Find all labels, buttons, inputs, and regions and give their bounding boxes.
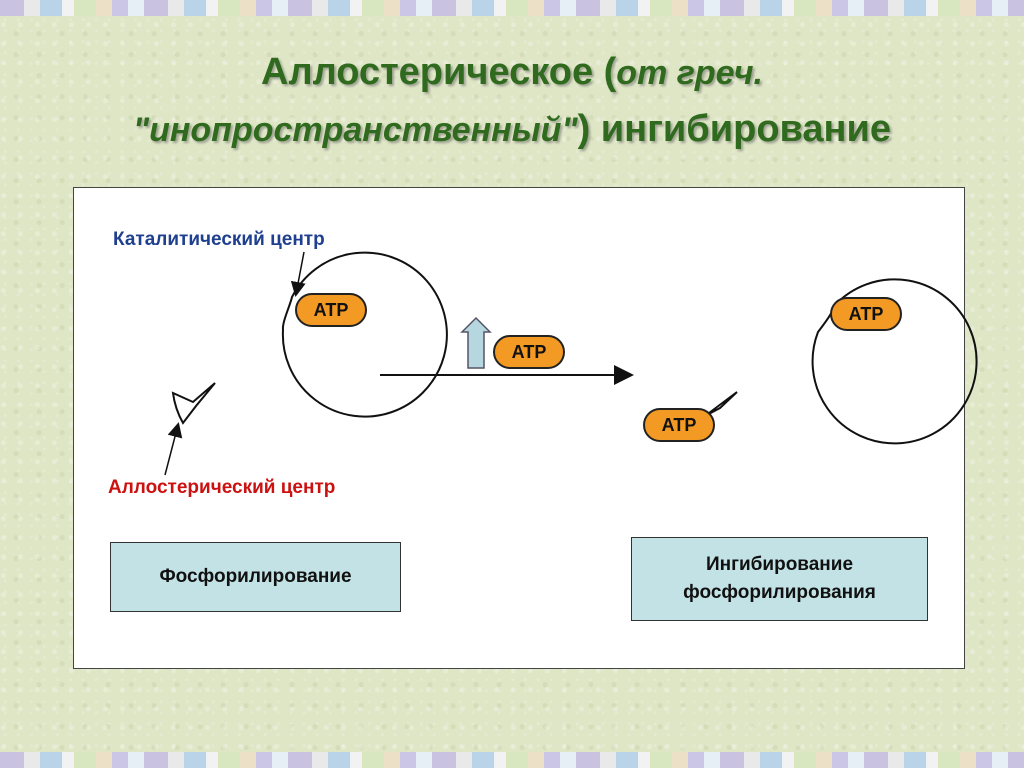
atp-badge-right-catalytic: ATP (830, 297, 902, 331)
catalytic-pointer-arrow (290, 251, 306, 297)
title-word-allosteric: Аллостерическое (261, 51, 594, 93)
atp-badge-increase: ATP (493, 335, 565, 369)
decorative-top-strip (0, 0, 1024, 16)
title-note-line1: от греч. (616, 54, 763, 92)
allosteric-pointer-arrow (164, 422, 183, 476)
catalytic-center-label: Каталитический центр (113, 229, 325, 250)
title-word-inhibition: ингибирование (600, 108, 891, 150)
slide-title: Аллостерическое (от греч. "инопространст… (40, 44, 984, 158)
inhibition-box-line2: фосфорилирования (683, 582, 876, 603)
decorative-bottom-strip (0, 752, 1024, 768)
increase-up-arrow (460, 316, 492, 369)
phosphorylation-box: Фосфорилирование (110, 542, 401, 612)
allosteric-center-label: Аллостерический центр (108, 477, 336, 498)
right-enzyme-shape (704, 278, 978, 445)
title-paren-open: ( (603, 51, 617, 93)
phosphorylation-box-text: Фосфорилирование (159, 566, 352, 587)
inhibition-box-line1: Ингибирование (705, 554, 854, 575)
inhibition-box: Ингибирование фосфорилирования (631, 537, 928, 621)
left-enzyme-shape (171, 251, 448, 425)
atp-badge-left-catalytic: ATP (295, 293, 367, 327)
title-paren-close: ) (577, 108, 591, 150)
title-note-line2: "инопространственный" (132, 111, 578, 149)
atp-badge-right-allosteric: ATP (643, 408, 715, 442)
